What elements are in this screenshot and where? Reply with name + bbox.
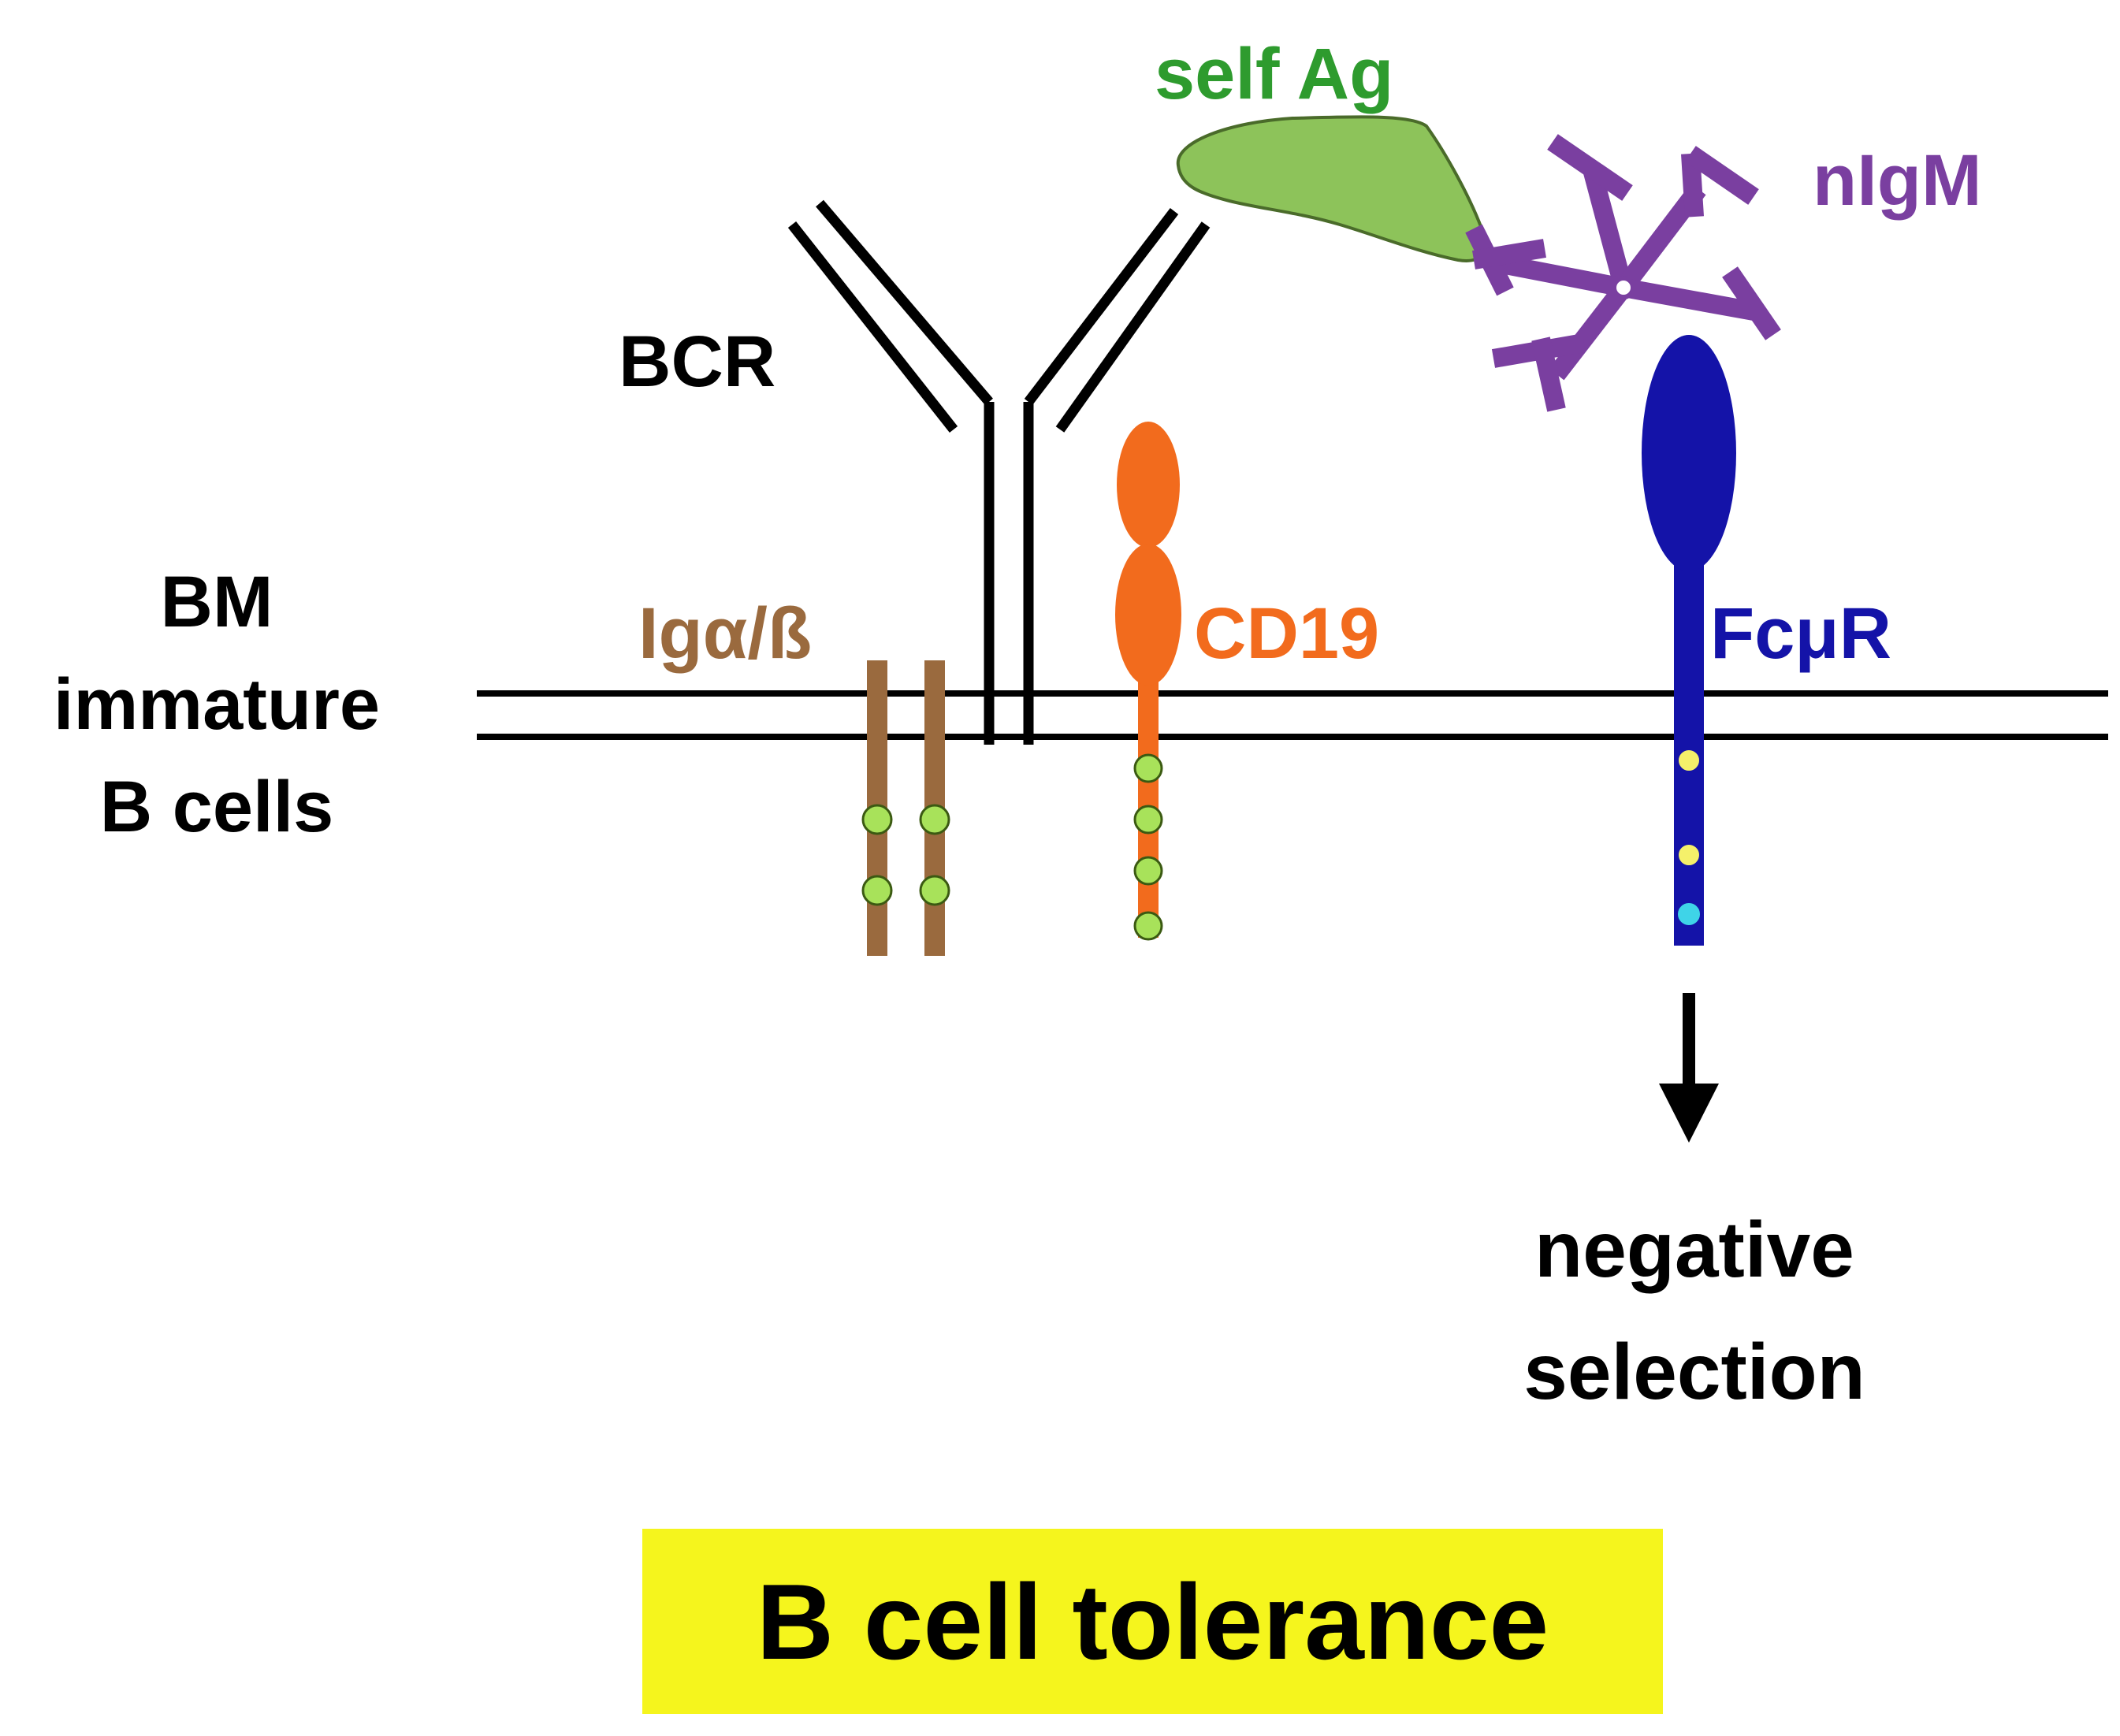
fcmur-receptor — [1642, 335, 1736, 946]
arrow-down-icon — [1659, 993, 1719, 1143]
cd19-receptor — [1115, 422, 1181, 941]
outcome-label-line2: selection — [1523, 1328, 1865, 1416]
self-ag-label: self Ag — [1155, 34, 1393, 114]
fcmur-label: FcμR — [1710, 593, 1891, 674]
bcr-label: BCR — [619, 322, 775, 402]
iga-igb-chains — [861, 660, 950, 956]
iga-b-label: Igα/ß — [638, 593, 812, 674]
cd19-label: CD19 — [1194, 593, 1379, 674]
nigm-label: nIgM — [1813, 140, 1982, 221]
cell-type-label-line1: BM — [160, 562, 273, 642]
diagram-title: B cell tolerance — [756, 1561, 1549, 1682]
nigm-pentamer — [1465, 134, 1781, 412]
bcr-receptor — [787, 199, 1211, 745]
iga-itam-dots — [861, 804, 950, 906]
cell-type-label-line3: B cells — [100, 767, 334, 847]
fcmur-dots — [1676, 749, 1702, 927]
cd19-itam-dots — [1133, 753, 1163, 941]
cell-membrane — [477, 690, 2108, 740]
cell-type-label-line2: immature — [54, 664, 380, 745]
self-antigen-shape — [1176, 115, 1486, 262]
title-highlight — [642, 1529, 1663, 1714]
outcome-label-line1: negative — [1534, 1206, 1854, 1294]
